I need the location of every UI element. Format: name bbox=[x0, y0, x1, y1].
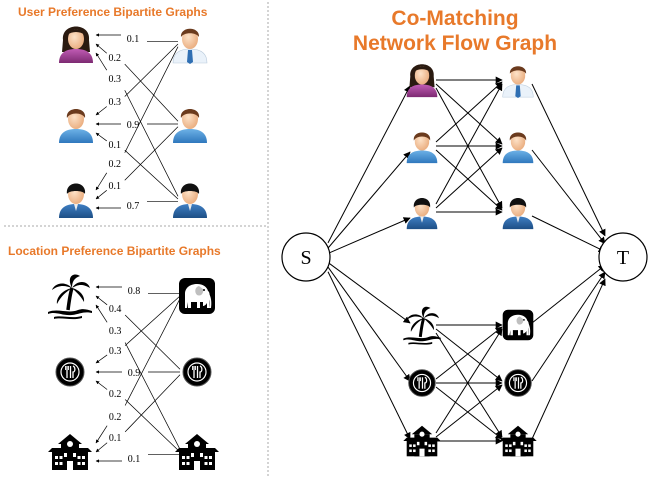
location-edge-weight-2-1: 0.1 bbox=[109, 433, 122, 444]
school-icon bbox=[48, 434, 92, 470]
user-edge-2-2: 0.7 bbox=[95, 201, 178, 212]
flow-edge-s-3 bbox=[327, 262, 411, 324]
location-edge-2-0: 0.2 bbox=[95, 298, 181, 444]
flow-edge-4-3 bbox=[435, 326, 503, 380]
location-edge-weight-0-1: 0.4 bbox=[109, 304, 122, 315]
palm-island-icon bbox=[46, 272, 94, 321]
location-edge-2-1: 0.1 bbox=[95, 374, 181, 453]
location-edge-2-2: 0.1 bbox=[95, 454, 180, 465]
user-edge-weight-2-0: 0.2 bbox=[109, 159, 122, 170]
source-node: S bbox=[281, 232, 331, 282]
network-flow-title: Co-Matching Network Flow Graph bbox=[330, 6, 580, 56]
blue-shirt-user-icon bbox=[406, 132, 438, 164]
flow-edge-5-t bbox=[531, 278, 606, 440]
flow-edge-0-t bbox=[531, 83, 606, 237]
palm-island-icon bbox=[401, 305, 443, 347]
user-edge-weight-0-0: 0.1 bbox=[127, 34, 140, 45]
location-edge-0-1: 0.4 bbox=[95, 295, 181, 370]
user-edge-1-0: 0.3 bbox=[95, 43, 179, 116]
restaurant-icon bbox=[408, 369, 436, 397]
flow-edge-1-t bbox=[531, 149, 606, 245]
flow-edge-4-t bbox=[531, 271, 606, 382]
user-edge-weight-1-1: 0.9 bbox=[127, 120, 140, 131]
flow-edge-s-1 bbox=[327, 151, 411, 249]
flow-edge-3-t bbox=[531, 264, 606, 324]
blue-shirt-user-icon bbox=[59, 109, 93, 143]
restaurant-icon bbox=[182, 357, 212, 387]
location-edge-1-1: 0.9 bbox=[95, 368, 180, 379]
user-edge-1-1: 0.9 bbox=[95, 120, 178, 131]
user-edge-weight-2-2: 0.7 bbox=[127, 201, 140, 212]
location-edge-weight-1-0: 0.3 bbox=[109, 346, 122, 357]
location-edge-weight-1-1: 0.9 bbox=[128, 368, 141, 379]
flow-edge-1-0 bbox=[435, 81, 503, 143]
user-edge-1-2: 0.1 bbox=[95, 132, 179, 200]
network-flow-title-line1: Co-Matching bbox=[391, 7, 519, 30]
dark-shirt-user-icon bbox=[173, 183, 207, 218]
user-edge-weight-0-1: 0.2 bbox=[109, 53, 122, 64]
flow-edge-0-2 bbox=[435, 87, 503, 209]
flow-edge-5-4 bbox=[435, 384, 503, 438]
female-user-icon bbox=[406, 64, 438, 98]
school-icon bbox=[175, 434, 219, 470]
user-edge-0-1: 0.2 bbox=[95, 43, 179, 122]
school-icon bbox=[499, 425, 537, 457]
flow-edge-0-1 bbox=[435, 83, 503, 145]
dark-shirt-user-icon bbox=[406, 198, 438, 230]
user-edge-weight-1-2: 0.1 bbox=[109, 140, 122, 151]
tie-user-icon bbox=[502, 65, 534, 99]
elephant-icon bbox=[502, 309, 534, 341]
tie-user-icon bbox=[172, 28, 208, 65]
user-edge-0-0: 0.1 bbox=[95, 33, 178, 45]
flow-edge-3-4 bbox=[435, 328, 503, 382]
dark-shirt-user-icon bbox=[502, 198, 534, 230]
location-edge-weight-2-0: 0.2 bbox=[109, 412, 122, 423]
dark-shirt-user-icon bbox=[59, 183, 93, 218]
source-node-label: S bbox=[300, 247, 311, 269]
flow-edge-s-5 bbox=[327, 271, 411, 440]
location-edge-1-2: 0.2 bbox=[95, 380, 181, 453]
location-edge-1-0: 0.3 bbox=[95, 295, 181, 364]
flow-edge-4-5 bbox=[435, 386, 503, 440]
school-icon bbox=[403, 425, 441, 457]
flow-edge-2-t bbox=[531, 215, 606, 253]
female-user-icon bbox=[59, 26, 93, 63]
elephant-icon bbox=[179, 278, 215, 314]
location-bipartite-title: Location Preference Bipartite Graphs bbox=[8, 244, 221, 258]
flow-edge-s-4 bbox=[327, 266, 411, 382]
location-edge-0-2: 0.3 bbox=[95, 304, 181, 450]
location-edge-weight-0-2: 0.3 bbox=[109, 326, 122, 337]
user-bipartite-title: User Preference Bipartite Graphs bbox=[18, 5, 208, 19]
blue-shirt-user-icon bbox=[502, 132, 534, 164]
user-edge-weight-1-0: 0.3 bbox=[109, 97, 122, 108]
location-edge-0-0: 0.8 bbox=[95, 285, 180, 297]
flow-edge-s-2 bbox=[327, 217, 411, 254]
blue-shirt-user-icon bbox=[173, 109, 207, 143]
flow-edge-2-0 bbox=[435, 83, 503, 205]
flow-edge-3-5 bbox=[435, 332, 503, 438]
location-edge-weight-1-2: 0.2 bbox=[109, 389, 122, 400]
location-edge-weight-2-2: 0.1 bbox=[128, 454, 141, 465]
flow-edge-5-3 bbox=[435, 328, 503, 434]
user-edge-weight-0-2: 0.3 bbox=[109, 74, 122, 85]
restaurant-icon bbox=[55, 357, 85, 387]
flow-edge-1-2 bbox=[435, 149, 503, 211]
user-edge-0-2: 0.3 bbox=[95, 52, 179, 197]
network-flow-title-line2: Network Flow Graph bbox=[352, 32, 558, 55]
restaurant-icon bbox=[504, 369, 532, 397]
sink-node: T bbox=[598, 232, 648, 282]
user-edge-2-0: 0.2 bbox=[95, 46, 179, 191]
flow-edge-2-1 bbox=[435, 147, 503, 209]
user-edge-2-1: 0.1 bbox=[95, 126, 179, 200]
sink-node-label: T bbox=[617, 247, 629, 269]
location-edge-weight-0-0: 0.8 bbox=[128, 286, 141, 297]
user-edge-weight-2-1: 0.1 bbox=[109, 181, 122, 192]
flow-edge-s-0 bbox=[327, 85, 411, 244]
